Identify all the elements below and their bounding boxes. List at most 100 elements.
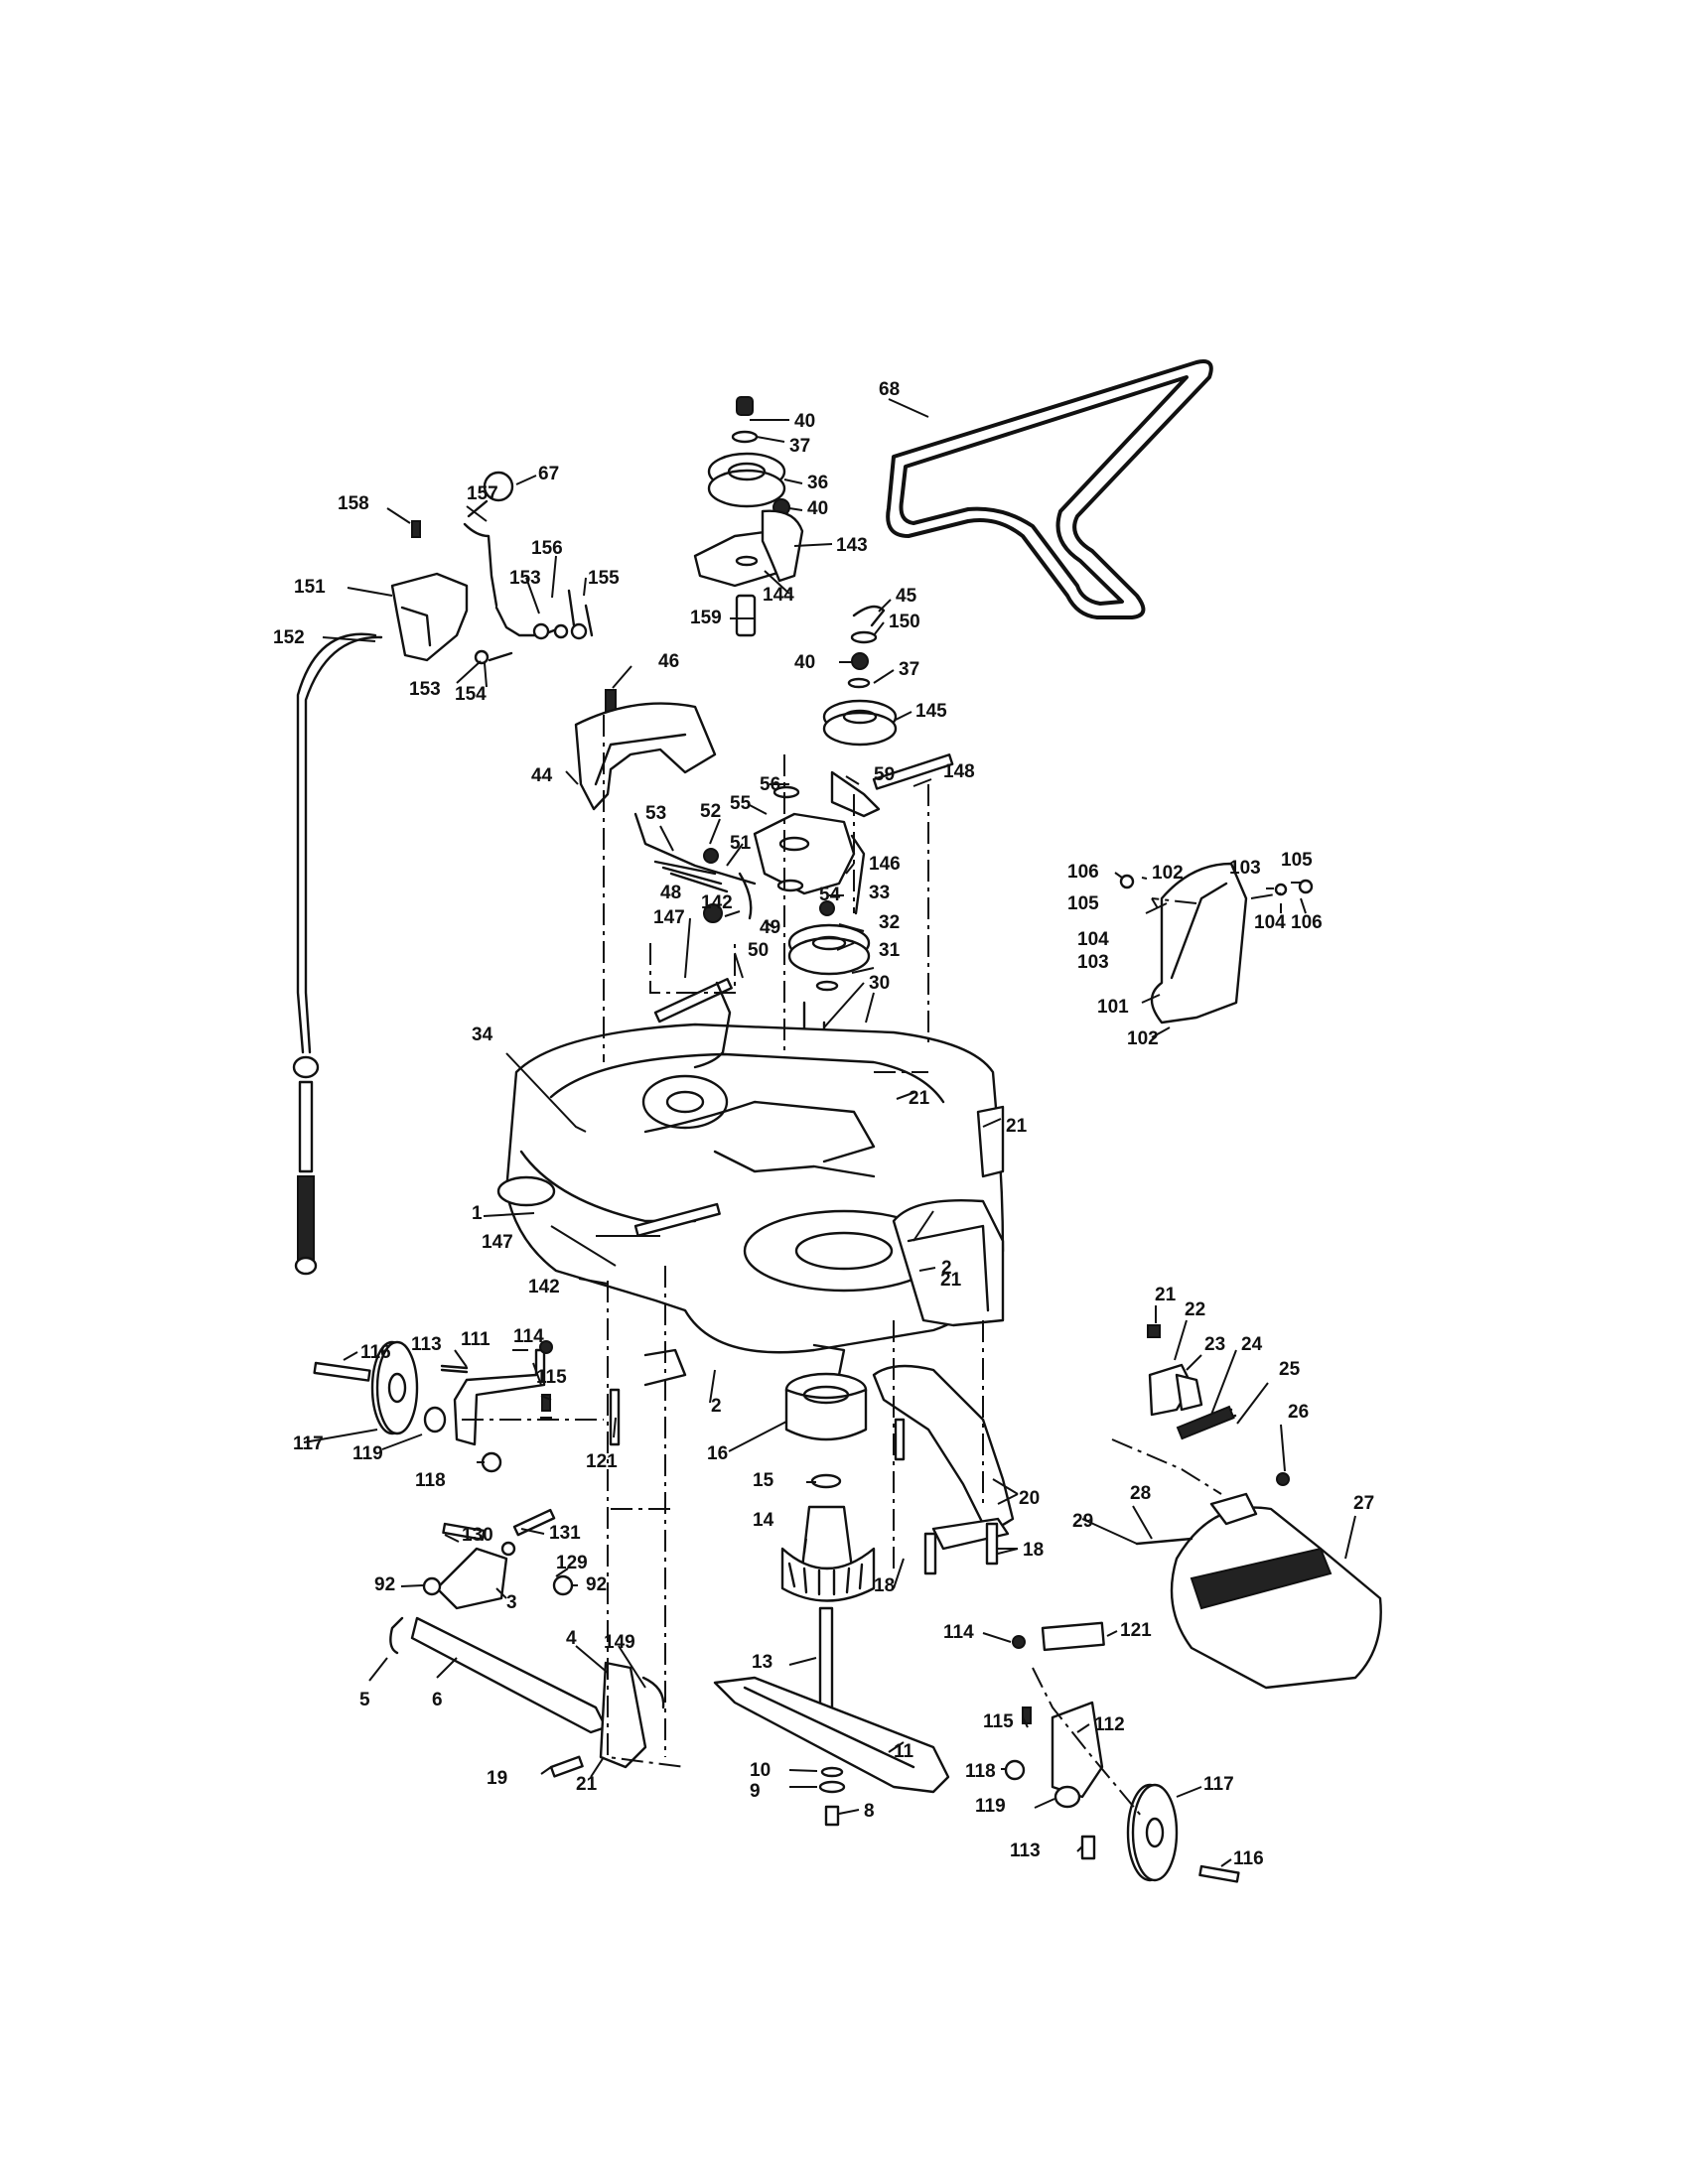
callout-p21d: 21 (1155, 1285, 1177, 1305)
callout-p21a: 21 (909, 1088, 930, 1109)
callout-p26: 26 (1288, 1402, 1309, 1423)
callout-p103a: 103 (1229, 858, 1261, 879)
callout-p22: 22 (1185, 1299, 1205, 1320)
callout-p116a: 116 (360, 1342, 391, 1363)
callout-p119b: 119 (975, 1796, 1006, 1817)
right-gauge-wheel (1004, 1621, 1240, 1883)
callout-p25: 25 (1279, 1359, 1301, 1380)
callout-p144: 144 (763, 585, 794, 606)
callout-p36: 36 (807, 473, 828, 493)
callout-p67: 67 (538, 464, 559, 484)
idler-pulley-assembly-lower (822, 605, 898, 818)
callout-p131: 131 (549, 1523, 581, 1544)
callout-p147a: 147 (653, 907, 685, 928)
callout-p20: 20 (1019, 1488, 1040, 1509)
callout-p117a: 117 (293, 1433, 324, 1454)
callout-p24: 24 (1241, 1334, 1263, 1355)
idler-pulley-assembly-upper (693, 396, 804, 637)
callout-p113b: 113 (1010, 1841, 1041, 1861)
callout-p29: 29 (1072, 1511, 1093, 1532)
callout-p23: 23 (1204, 1334, 1225, 1355)
callout-p10: 10 (750, 1760, 771, 1781)
callout-p102a: 102 (1152, 863, 1184, 884)
callout-p9: 9 (750, 1781, 761, 1802)
front-hanger-assembly (422, 1508, 574, 1610)
callout-p15: 15 (753, 1470, 774, 1491)
springs-147 (633, 977, 733, 1237)
callout-p13: 13 (752, 1652, 772, 1673)
callout-p59: 59 (874, 764, 895, 785)
callout-p143: 143 (836, 535, 868, 556)
callout-p19: 19 (487, 1768, 507, 1789)
callout-p46: 46 (658, 651, 679, 672)
callout-p148: 148 (943, 761, 975, 782)
callout-p151: 151 (294, 577, 326, 598)
callout-p21b: 21 (1006, 1116, 1028, 1137)
callout-p106b: 106 (1291, 912, 1323, 933)
deflector-chute-small (1119, 862, 1314, 1024)
mower-deck (496, 1023, 1005, 1387)
callout-p146: 146 (869, 854, 901, 875)
callout-p155: 155 (588, 568, 620, 589)
callout-p156: 156 (531, 538, 563, 559)
callout-p104b: 104 (1254, 912, 1286, 933)
callout-p119a: 119 (352, 1443, 383, 1464)
callout-p5: 5 (359, 1690, 370, 1710)
callout-p142b: 142 (528, 1277, 560, 1297)
callout-p114a: 114 (513, 1326, 544, 1347)
callout-p4: 4 (566, 1628, 577, 1649)
callout-p121b: 121 (1120, 1620, 1152, 1641)
callout-p159: 159 (690, 608, 722, 628)
callout-p112: 112 (1094, 1714, 1125, 1735)
callout-p50: 50 (748, 940, 769, 961)
callout-p105a: 105 (1281, 850, 1313, 871)
callout-p150: 150 (889, 612, 920, 632)
left-gauge-wheel (313, 1340, 621, 1473)
callout-p14: 14 (753, 1510, 774, 1531)
callout-p28: 28 (1130, 1483, 1151, 1504)
callout-p111: 111 (461, 1329, 491, 1350)
callout-p49: 49 (760, 917, 780, 938)
callout-p8: 8 (864, 1801, 875, 1822)
callout-p68: 68 (879, 379, 900, 400)
callout-p34: 34 (472, 1024, 493, 1045)
callout-p33: 33 (869, 883, 890, 903)
callout-p52: 52 (700, 801, 721, 822)
callout-p154: 154 (455, 684, 487, 705)
pto-lever-assembly (292, 471, 594, 1276)
callout-p48: 48 (660, 883, 681, 903)
callout-p51: 51 (730, 833, 752, 854)
callout-p6: 6 (432, 1690, 443, 1710)
callout-p27: 27 (1353, 1493, 1374, 1514)
callout-p149: 149 (604, 1632, 635, 1653)
callout-p103b: 103 (1077, 952, 1109, 973)
callout-p129: 129 (556, 1553, 588, 1573)
callout-p31: 31 (879, 940, 901, 961)
callout-p113a: 113 (411, 1334, 442, 1355)
blade (713, 1676, 950, 1827)
callout-p142a: 142 (701, 892, 733, 913)
callout-p3: 3 (506, 1592, 517, 1613)
callout-p92a: 92 (374, 1574, 395, 1595)
callout-p116b: 116 (1233, 1848, 1264, 1869)
idler-bracket (753, 753, 954, 915)
callout-p152: 152 (273, 627, 305, 648)
callout-p106a: 106 (1067, 862, 1099, 883)
alignment-lines (462, 715, 1282, 1818)
callout-p118a: 118 (415, 1470, 446, 1491)
leader-lines (303, 398, 1356, 1867)
callout-p115b: 115 (983, 1711, 1014, 1732)
callout-p40b: 40 (807, 498, 828, 519)
callout-p40c: 40 (794, 652, 815, 673)
callout-p18b: 18 (874, 1575, 895, 1596)
callout-p153a: 153 (509, 568, 541, 589)
discharge-chute (1135, 1324, 1382, 1690)
callout-p105b: 105 (1067, 893, 1099, 914)
callout-p147b: 147 (482, 1232, 513, 1253)
belt-guard (574, 689, 717, 811)
callout-p92b: 92 (586, 1574, 607, 1595)
callout-p121a: 121 (586, 1451, 618, 1472)
callout-p153b: 153 (409, 679, 441, 700)
